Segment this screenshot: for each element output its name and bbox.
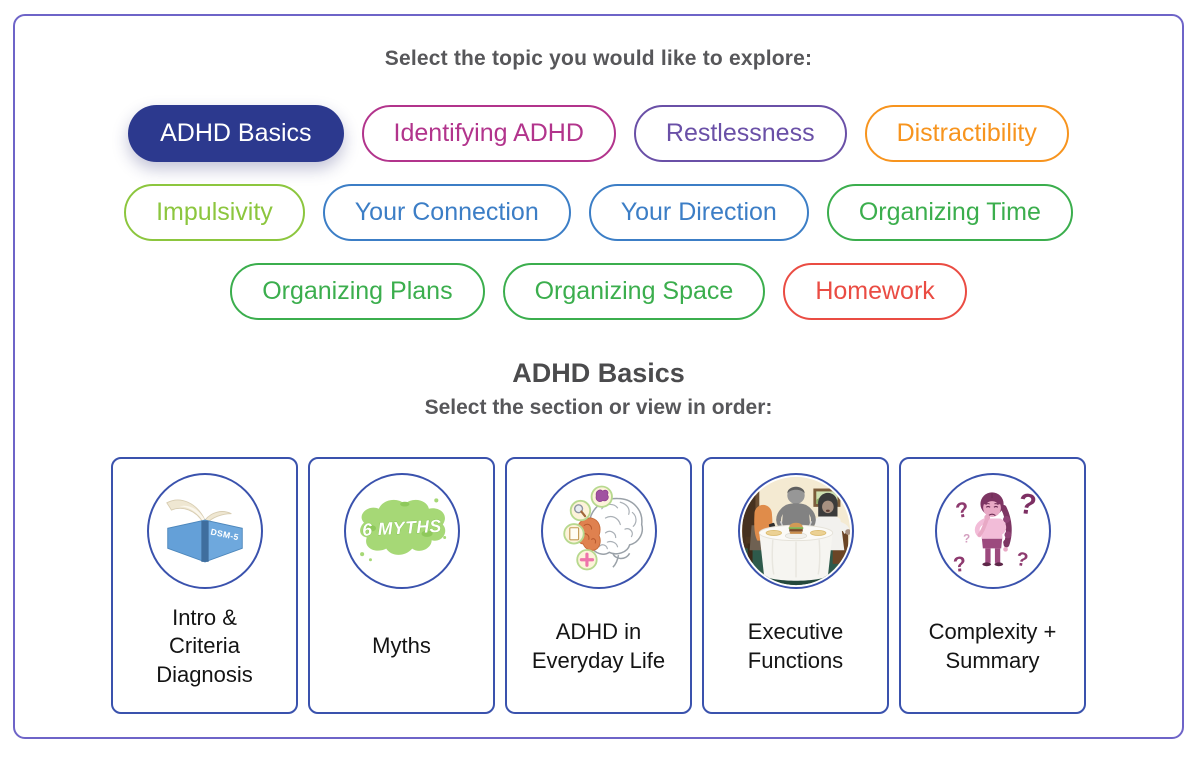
dsm5-book-icon: DSM-5: [146, 473, 263, 589]
topic-row: Organizing Plans Organizing Space Homework: [15, 263, 1182, 320]
section-card-label: ADHD in Everyday Life: [531, 619, 666, 673]
topic-prompt: Select the topic you would like to explo…: [384, 47, 813, 70]
topic-row: ADHD Basics Identifying ADHD Restlessness D…: [15, 105, 1182, 162]
svg-text:?: ?: [951, 552, 966, 577]
topic-pill-organizing-space[interactable]: Organizing Space: [502, 263, 766, 320]
section-card-myths[interactable]: 6 MYTHS Myths: [308, 457, 495, 714]
main-panel: Select the topic you would like to explo…: [13, 14, 1184, 739]
section-card-label: Complexity + Summary: [928, 619, 1057, 673]
svg-text:?: ?: [1014, 549, 1029, 572]
topic-pill-organizing-plans[interactable]: Organizing Plans: [230, 263, 485, 320]
section-card-executive-functions[interactable]: Executive Functions: [702, 457, 889, 714]
topic-pill-organizing-time[interactable]: Organizing Time: [826, 184, 1073, 241]
section-card-intro-criteria-diagnosis[interactable]: DSM-5 Intro & Criteria Diagnosis: [111, 457, 298, 714]
section-heading: ADHD Basics: [512, 358, 685, 388]
topic-pill-your-connection[interactable]: Your Connection: [322, 184, 571, 241]
myths-graffiti-icon: 6 MYTHS: [343, 473, 460, 589]
section-card-label: Intro & Criteria Diagnosis: [156, 605, 253, 687]
svg-text:?: ?: [963, 534, 970, 546]
topic-row: Impulsivity Your Connection Your Direction…: [15, 184, 1182, 241]
thinking-girl-icon: ? ? ? ? ? ?: [934, 473, 1051, 589]
topic-pill-homework[interactable]: Homework: [783, 263, 967, 320]
topic-pill-impulsivity[interactable]: Impulsivity: [124, 184, 305, 241]
section-card-label: Executive Functions: [747, 619, 844, 673]
section-prompt: Select the section or view in order:: [424, 396, 773, 419]
family-dinner-icon: [737, 473, 854, 589]
brain-regions-icon: [540, 473, 657, 589]
svg-text:6 MYTHS: 6 MYTHS: [361, 516, 442, 540]
svg-text:?: ?: [1016, 488, 1038, 522]
section-card-complexity-summary[interactable]: ? ? ? ? ? ? Complexity + Summary: [899, 457, 1086, 714]
topic-pill-distractibility[interactable]: Distractibility: [864, 105, 1069, 162]
section-card-adhd-in-everyday-life[interactable]: ADHD in Everyday Life: [505, 457, 692, 714]
topic-pill-your-direction[interactable]: Your Direction: [588, 184, 809, 241]
topic-pill-adhd-basics[interactable]: ADHD Basics: [128, 105, 344, 162]
section-cards: DSM-5 Intro & Criteria Diagnosis 6 MYTHS…: [15, 457, 1182, 714]
topic-pill-identifying-adhd[interactable]: Identifying ADHD: [361, 105, 616, 162]
svg-text:?: ?: [953, 497, 970, 523]
section-card-label: Myths: [372, 633, 431, 659]
topic-pill-restlessness[interactable]: Restlessness: [633, 105, 847, 162]
